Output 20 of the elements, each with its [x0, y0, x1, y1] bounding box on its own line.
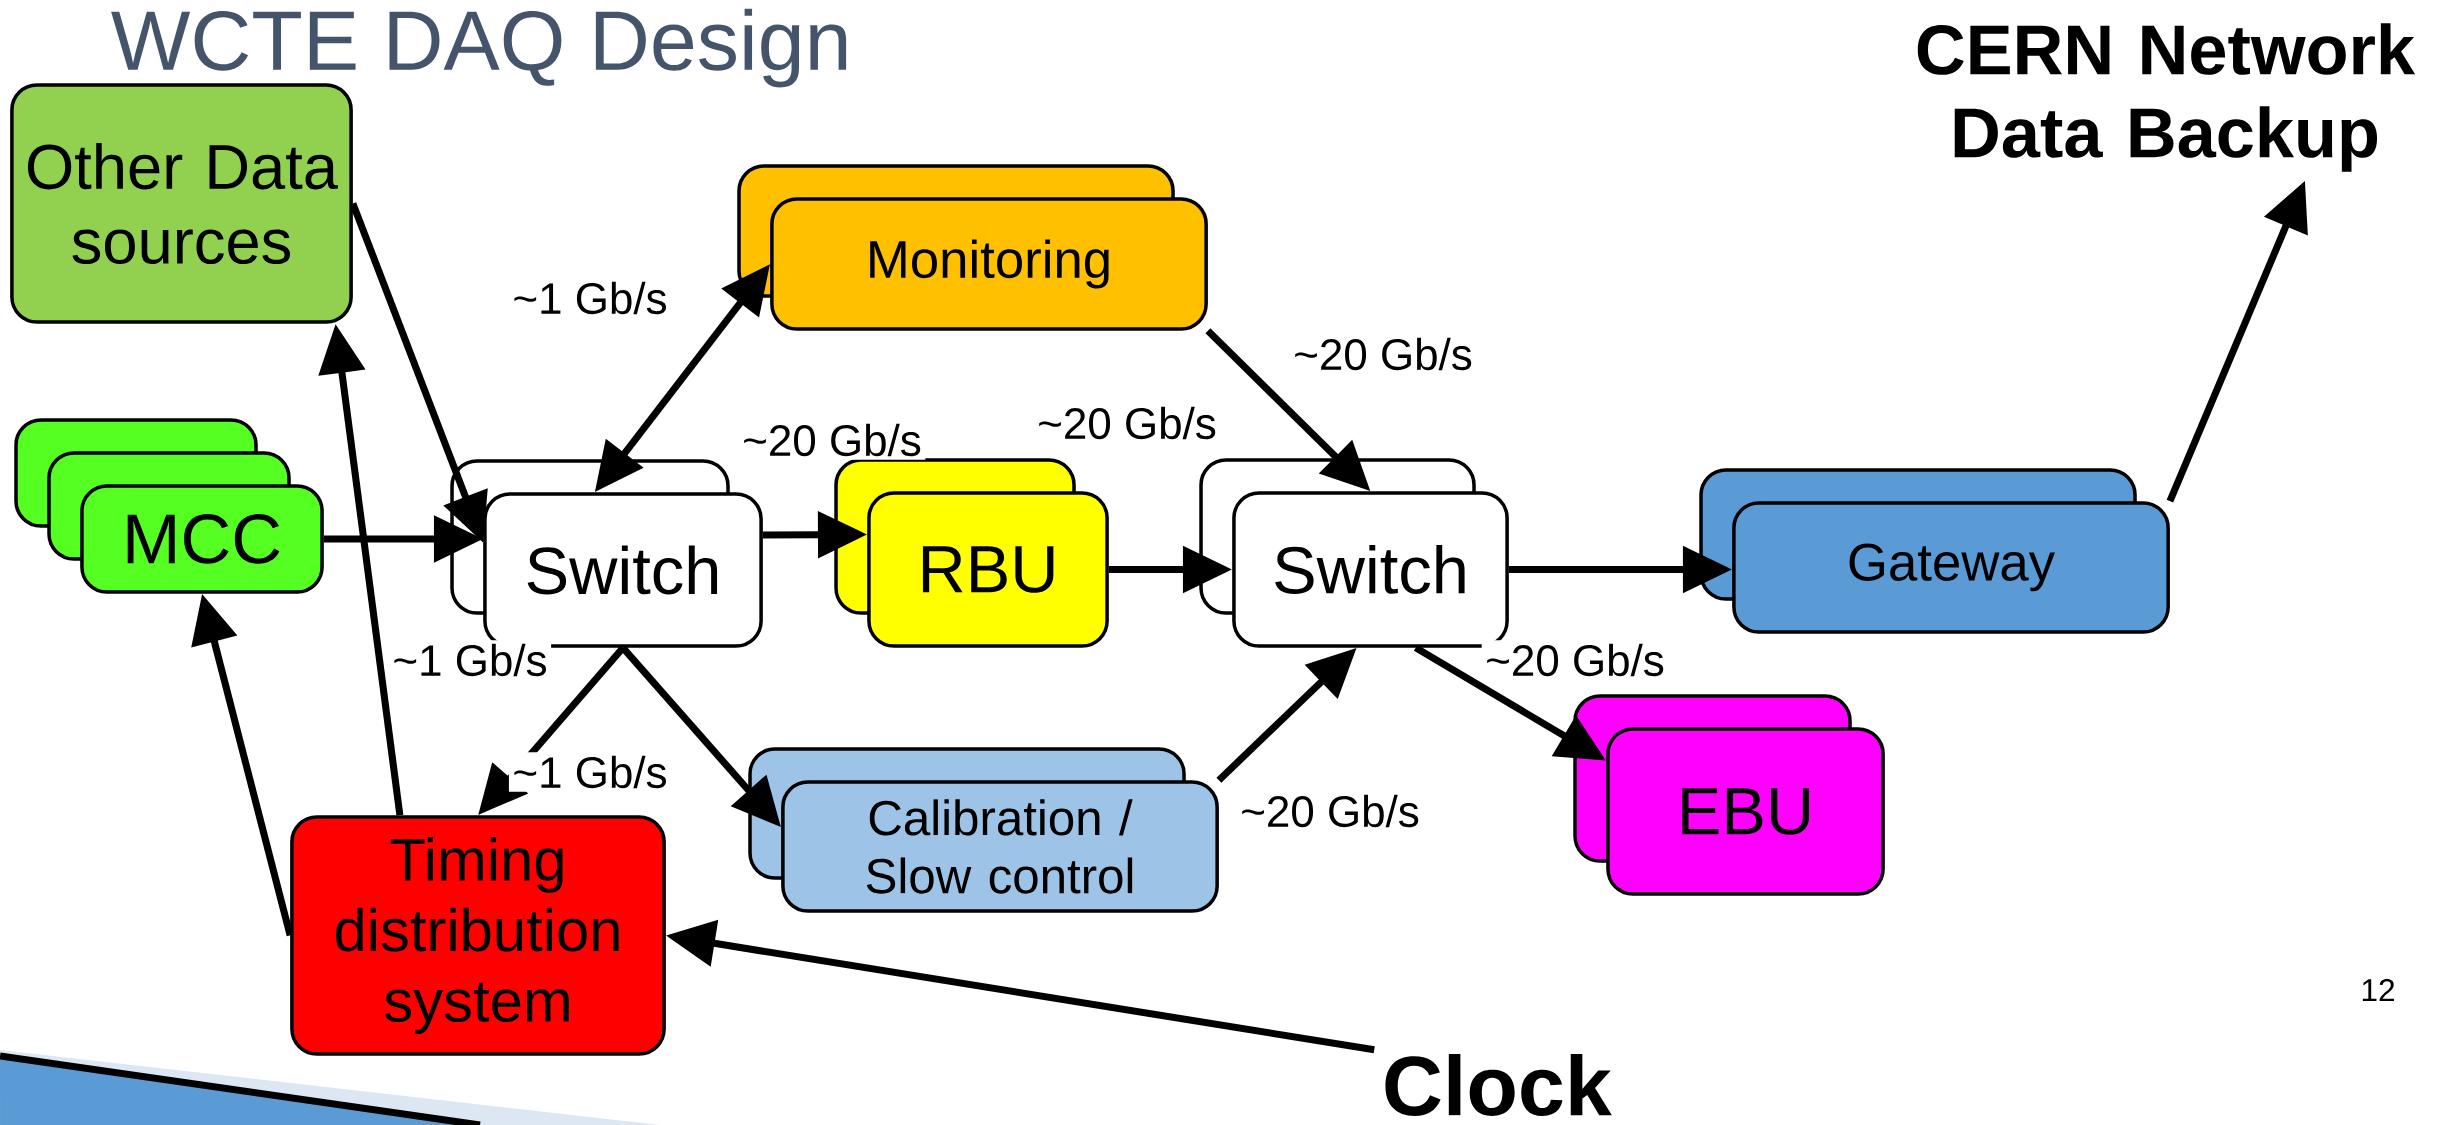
stacked-box: RBU [834, 458, 1109, 648]
stacked-box: Switch [1199, 458, 1509, 648]
stacked-box: Gateway [1699, 468, 2170, 634]
stacked-box: Monitoring [737, 164, 1208, 331]
page-number: 12 [2362, 978, 2394, 1002]
edge-label: ~20 Gb/s [738, 420, 926, 460]
stacked-box: Calibration / Slow control [748, 747, 1219, 913]
edge-label: ~20 Gb/s [1289, 334, 1477, 374]
edge-label: ~1 Gb/s [388, 640, 552, 680]
stacked-box: EBU [1573, 694, 1885, 896]
source-box: Other Data sources [10, 83, 353, 324]
edge-label: ~1 Gb/s [508, 752, 672, 792]
edge-label: ~1 Gb/s [508, 278, 672, 318]
process-box: Timing distribution system [290, 815, 666, 1056]
edge-label: ~20 Gb/s [1236, 791, 1424, 831]
stacked-box: MCC [14, 418, 324, 594]
destination-label: CERN Network Data Backup [1917, 23, 2416, 172]
source-label: Clock [1385, 1054, 1612, 1116]
edge-label: ~20 Gb/s [1033, 403, 1221, 443]
edge-label: ~20 Gb/s [1481, 640, 1669, 680]
